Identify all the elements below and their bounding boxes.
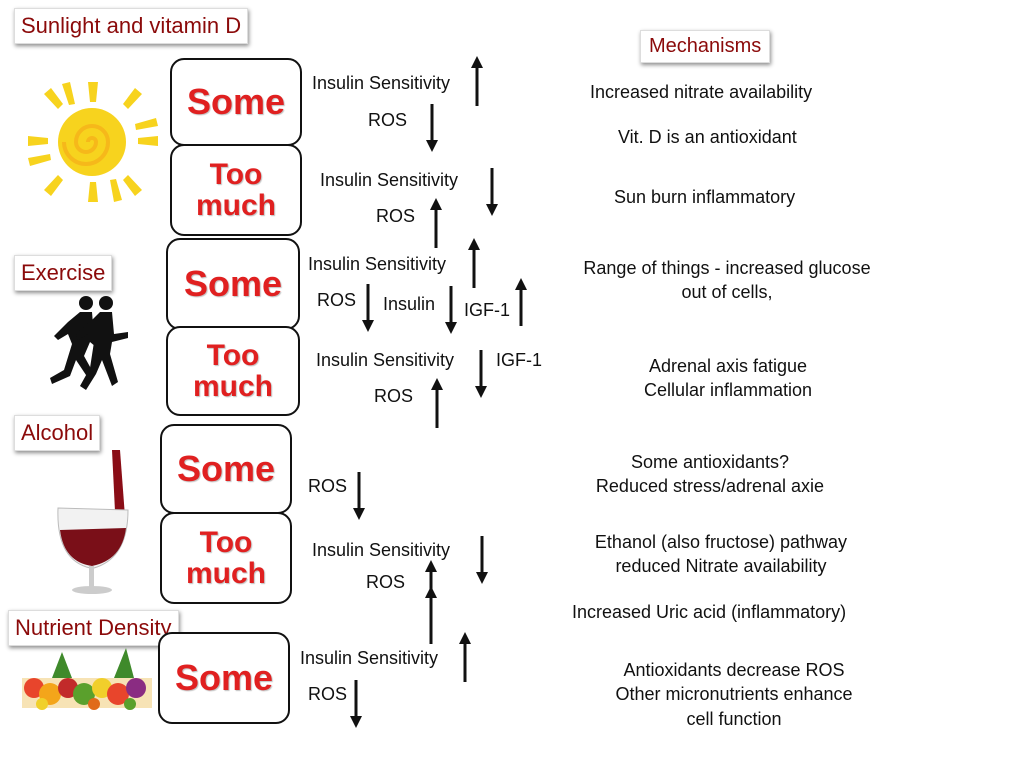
mechanism-text: Ethanol (also fructose) pathway reduced … bbox=[594, 532, 848, 577]
sun-icon bbox=[28, 82, 158, 202]
effect-ros: ROS bbox=[374, 386, 414, 406]
dose-label: Some bbox=[183, 263, 283, 305]
mechanism-text: Vit. D is an antioxidant bbox=[618, 127, 797, 147]
mechanism-text: Increased Uric acid (inflammatory) bbox=[572, 602, 847, 622]
mechanism-text: Range of things - increased glucose out … bbox=[583, 258, 871, 303]
dose-label: Some bbox=[174, 657, 274, 699]
mechanism-text: Adrenal axis fatigue Cellular inflammati… bbox=[643, 356, 813, 401]
mechanism-text: Sun burn inflammatory bbox=[614, 187, 796, 207]
effect-insulin-sensitivity: Insulin Sensitivity bbox=[308, 254, 447, 274]
effect-insulin-sensitivity: Insulin Sensitivity bbox=[300, 648, 439, 668]
dose-label: Some bbox=[186, 81, 286, 123]
dose-label: Some bbox=[176, 448, 276, 490]
effect-ros: ROS bbox=[376, 206, 416, 226]
category-exercise: Exercise bbox=[14, 255, 113, 291]
effect-insulin: Insulin bbox=[383, 294, 436, 314]
dose-box-nutrient-some: Some bbox=[158, 632, 290, 724]
category-sunlight: Sunlight and vitamin D bbox=[14, 8, 249, 44]
effect-igf1: IGF-1 bbox=[464, 300, 511, 320]
mechanisms-title: Mechanisms bbox=[640, 30, 771, 63]
effect-ros: ROS bbox=[317, 290, 357, 310]
effect-ros: ROS bbox=[308, 684, 348, 704]
effect-ros: ROS bbox=[368, 110, 408, 130]
mechanism-text: Increased nitrate availability bbox=[590, 82, 813, 102]
mechanism-text: Antioxidants decrease ROS Other micronut… bbox=[615, 660, 853, 729]
effect-ros: ROS bbox=[366, 572, 406, 592]
dose-box-sun-some: Some bbox=[170, 58, 302, 146]
fruits-vegetables-icon bbox=[22, 648, 152, 710]
effect-ros: ROS bbox=[308, 476, 348, 496]
effect-insulin-sensitivity: Insulin Sensitivity bbox=[312, 540, 451, 560]
category-alcohol: Alcohol bbox=[14, 415, 101, 451]
dose-box-exercise-some: Some bbox=[166, 238, 300, 330]
wine-glass-icon bbox=[57, 450, 129, 594]
effect-igf1: IGF-1 bbox=[496, 350, 543, 370]
effect-insulin-sensitivity: Insulin Sensitivity bbox=[312, 73, 451, 93]
mechanism-text: Some antioxidants? Reduced stress/adrena… bbox=[595, 452, 825, 497]
dose-box-alcohol-some: Some bbox=[160, 424, 292, 514]
runners-icon bbox=[50, 296, 128, 390]
effect-insulin-sensitivity: Insulin Sensitivity bbox=[320, 170, 459, 190]
effect-insulin-sensitivity: Insulin Sensitivity bbox=[316, 350, 455, 370]
category-nutrient-density: Nutrient Density bbox=[8, 610, 179, 646]
